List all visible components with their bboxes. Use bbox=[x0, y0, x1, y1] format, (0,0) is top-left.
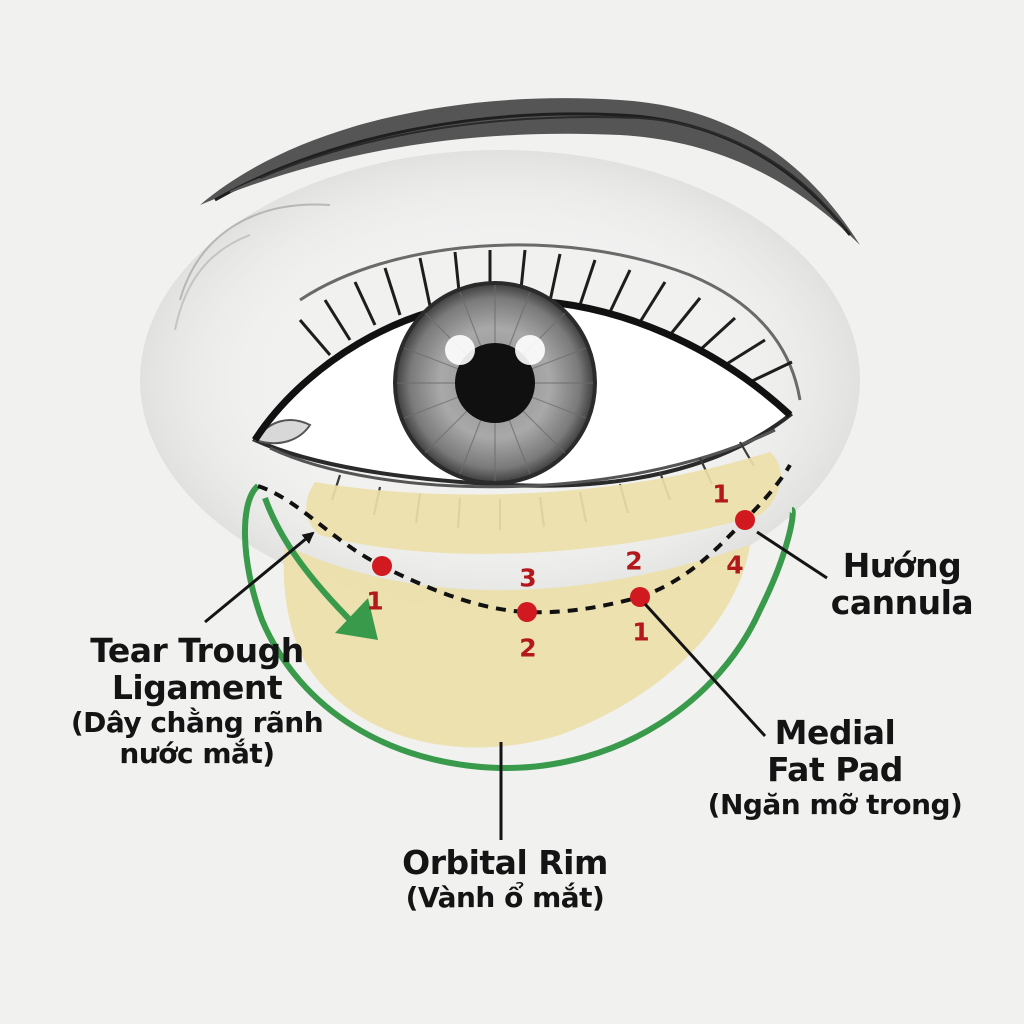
injection-point-2 bbox=[517, 602, 537, 622]
tear-trough-leader bbox=[204, 531, 315, 624]
marker-num-2-top: 3 bbox=[519, 563, 537, 593]
eyelid-crease bbox=[299, 243, 802, 401]
medial-fat-pad-label: Medial Fat Pad (Ngăn mỡ trong) bbox=[700, 713, 970, 821]
marker-num-3-bottom: 1 bbox=[632, 617, 650, 647]
medial-fat-title-1: Medial bbox=[774, 713, 896, 752]
medial-fat-title-2: Fat Pad bbox=[767, 749, 903, 789]
injection-point-4 bbox=[735, 510, 755, 530]
marker-num-4-bottom: 4 bbox=[726, 550, 744, 580]
cannula-title-2: cannula bbox=[830, 582, 974, 622]
orbital-rim-title: Orbital Rim bbox=[402, 843, 608, 882]
marker-num-1: 1 bbox=[366, 586, 384, 616]
orbital-rim-label: Orbital Rim (Vành ổ mắt) bbox=[370, 843, 640, 914]
injection-point-1 bbox=[372, 556, 392, 576]
green-arrow-head bbox=[335, 598, 378, 640]
tear-trough-title-1: Tear Trough bbox=[90, 631, 304, 670]
highlight-left bbox=[445, 335, 475, 365]
injection-point-3 bbox=[630, 587, 650, 607]
tear-trough-vi-1: (Dây chằng rãnh bbox=[70, 705, 324, 739]
cannula-leader bbox=[756, 530, 828, 580]
pupil bbox=[455, 343, 535, 423]
marker-num-3-top: 2 bbox=[625, 546, 643, 576]
tear-trough-vi-2: nước mắt) bbox=[119, 737, 275, 771]
lower-lid bbox=[269, 428, 776, 489]
cannula-title-1: Hướng bbox=[842, 546, 962, 585]
green-direction-arrow bbox=[262, 496, 358, 628]
orbital-rim-vi: (Vành ổ mắt) bbox=[405, 880, 605, 914]
tear-duct bbox=[253, 419, 312, 445]
highlight-right bbox=[515, 335, 545, 365]
upper-lashes bbox=[298, 249, 793, 384]
marker-num-4-top: 1 bbox=[712, 479, 730, 509]
tear-trough-label: Tear Trough Ligament (Dây chằng rãnh nướ… bbox=[52, 631, 342, 771]
medial-fat-vi: (Ngăn mỡ trong) bbox=[707, 787, 963, 821]
eyebrow bbox=[200, 98, 860, 245]
medial-fat-leader bbox=[643, 602, 767, 738]
upper-fat-pad bbox=[306, 452, 781, 554]
cannula-label: Hướng cannula bbox=[822, 546, 982, 622]
marker-num-2-bottom: 2 bbox=[519, 633, 537, 663]
tear-trough-title-2: Ligament bbox=[111, 667, 283, 707]
